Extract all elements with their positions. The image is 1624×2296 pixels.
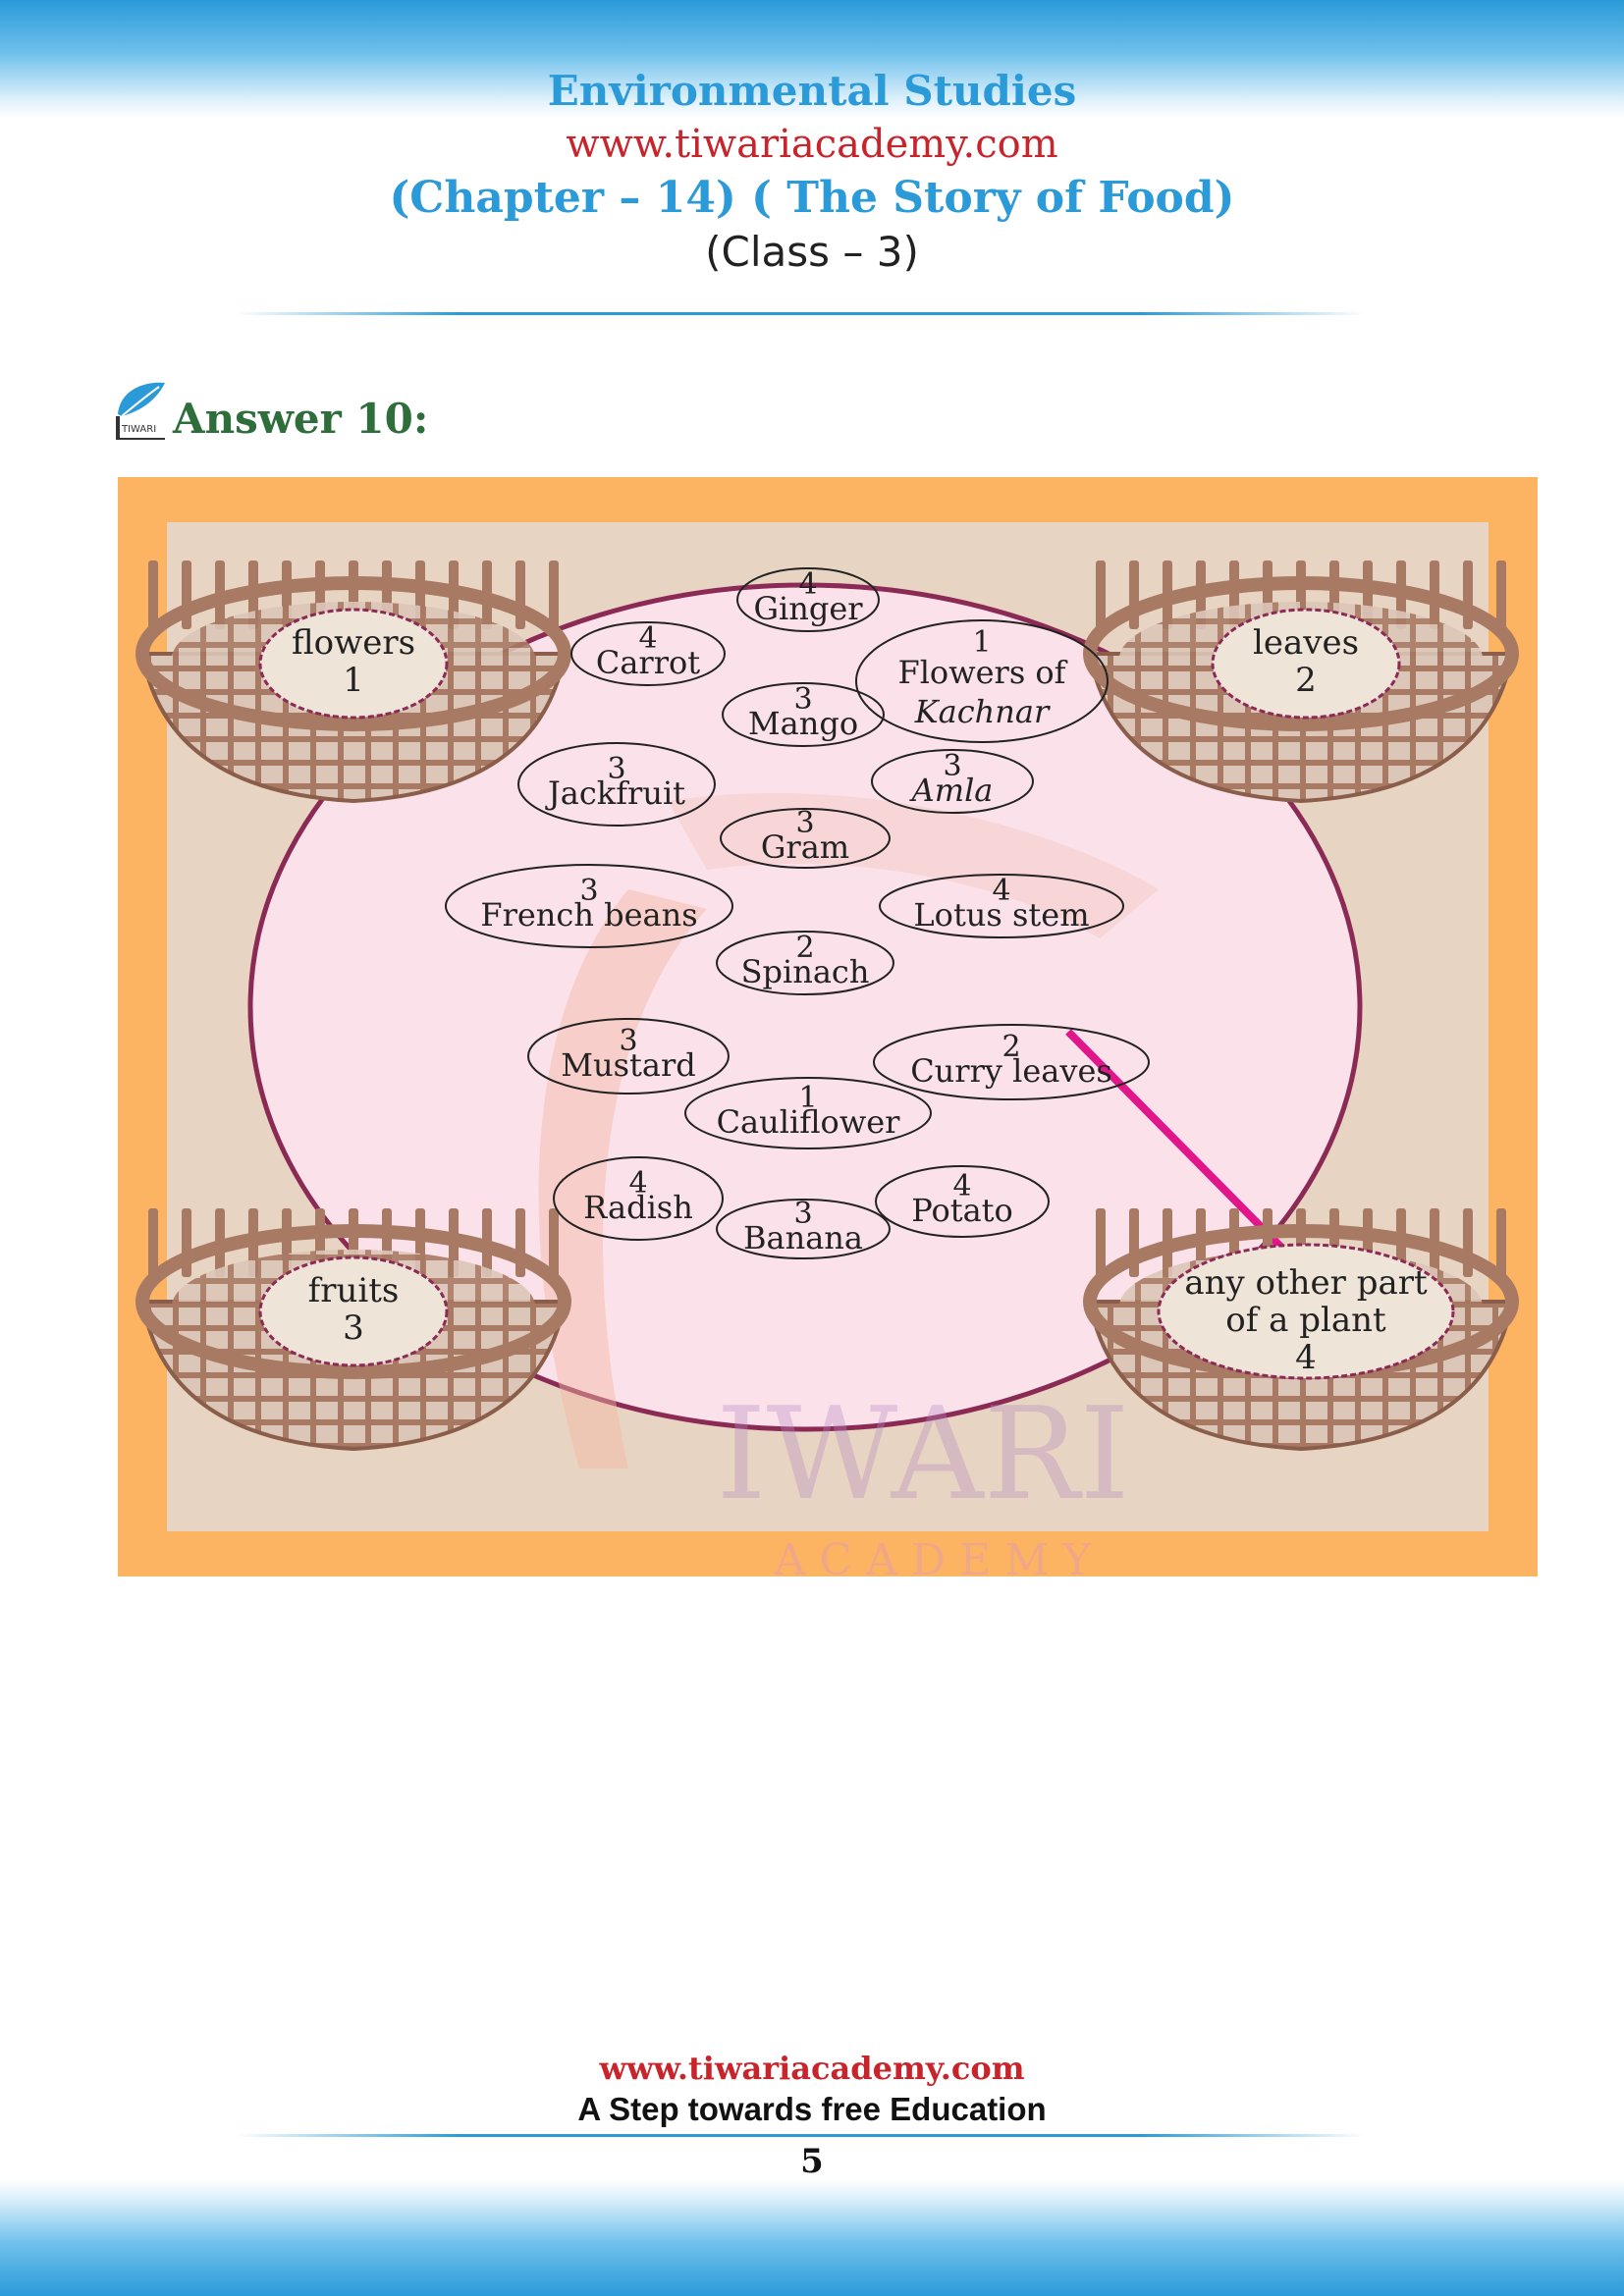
basket-label: any other part	[1184, 1263, 1428, 1303]
watermark-subtext: A C A D E M Y	[774, 1535, 1093, 1576]
food-item-number: 4	[992, 874, 1010, 908]
food-item-number: 4	[798, 567, 817, 602]
food-item-name: Kachnar	[914, 693, 1051, 730]
pink-table	[247, 582, 1363, 1432]
header-website: www.tiwariacademy.com	[566, 122, 1058, 167]
food-item-name: Flowers of	[897, 654, 1067, 691]
header-divider	[236, 312, 1365, 315]
subject-title: Environmental Studies	[547, 67, 1077, 115]
food-item-number: 4	[638, 621, 657, 656]
food-item-name: Jackfruit	[545, 774, 685, 812]
answer-heading: TIWARI Answer 10:	[110, 377, 428, 446]
food-item-number: 3	[619, 1024, 637, 1058]
food-item-name: Mango	[748, 705, 858, 742]
food-item-number: 1	[972, 625, 991, 660]
basket-label: fruits	[308, 1271, 400, 1310]
bottom-gradient-band	[0, 2179, 1624, 2296]
footer-tagline: A Step towards free Education	[577, 2091, 1047, 2127]
food-item-name: Banana	[743, 1219, 863, 1256]
food-item-number: 2	[795, 931, 814, 965]
food-item-name: Lotus stem	[913, 896, 1089, 934]
food-item-number: 2	[1001, 1030, 1020, 1064]
food-item-number: 3	[607, 752, 625, 786]
watermark-text: IWARI	[716, 1379, 1130, 1528]
class-label: (Class – 3)	[705, 228, 919, 276]
basket-number: 2	[1295, 661, 1317, 700]
food-item-name: Ginger	[753, 590, 863, 627]
basket-number: 4	[1295, 1338, 1317, 1377]
food-item-number: 3	[579, 874, 598, 908]
basket-number: 1	[343, 661, 364, 700]
food-item-number: 3	[795, 806, 814, 840]
footer-website: www.tiwariacademy.com	[599, 2050, 1025, 2087]
footer-divider	[236, 2134, 1365, 2137]
food-item-name: Spinach	[741, 953, 870, 990]
basket-label: of a plant	[1225, 1301, 1386, 1340]
food-item-number: 3	[793, 1197, 812, 1231]
food-item-name: French beans	[480, 896, 697, 934]
food-item-name: Amla	[909, 772, 994, 809]
answer-label: Answer 10:	[173, 395, 429, 443]
food-item-name: Curry leaves	[910, 1052, 1112, 1090]
chapter-title: (Chapter – 14) ( The Story of Food)	[389, 173, 1235, 223]
basket-label: flowers	[292, 623, 415, 663]
page-number: 5	[800, 2142, 824, 2181]
food-item-name: Potato	[911, 1192, 1013, 1229]
logo-text: TIWARI	[121, 424, 156, 435]
food-item-name: Gram	[761, 828, 849, 866]
food-item-name: Cauliflower	[717, 1103, 901, 1141]
tiwari-logo-icon: TIWARI	[110, 377, 169, 446]
food-item-name: Radish	[583, 1189, 693, 1226]
food-item-number: 4	[628, 1166, 647, 1201]
food-item-number: 4	[952, 1169, 971, 1203]
watermark-swoosh	[538, 889, 707, 1468]
food-item-number: 1	[798, 1081, 817, 1115]
food-item-name: Carrot	[596, 644, 700, 681]
food-item-number: 3	[943, 749, 961, 783]
top-gradient-band	[0, 0, 1624, 118]
basket-label: leaves	[1253, 623, 1359, 663]
food-item-name: Mustard	[561, 1046, 696, 1084]
food-item-number: 3	[793, 682, 812, 717]
basket-number: 3	[343, 1308, 364, 1348]
